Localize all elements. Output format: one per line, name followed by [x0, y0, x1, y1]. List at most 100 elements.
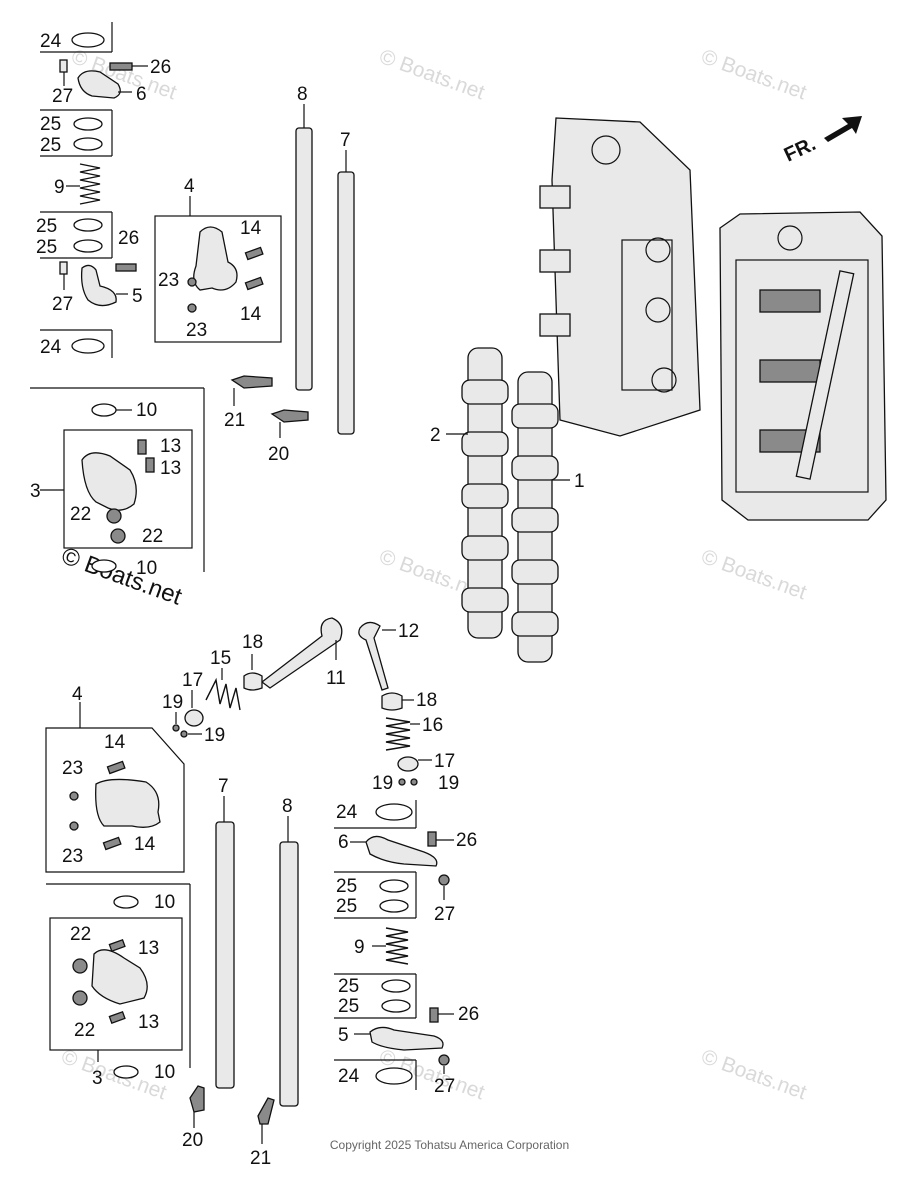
nut-part — [187, 303, 197, 313]
washer-part — [71, 338, 105, 354]
shim-part — [381, 979, 411, 993]
callout-25: 25 — [36, 237, 57, 258]
callout-25: 25 — [336, 896, 357, 917]
callout-25: 25 — [338, 976, 359, 997]
callout-1: 1 — [574, 471, 585, 492]
cam-lobe-part — [461, 379, 509, 405]
watermark: © Boats.net — [698, 1045, 809, 1104]
callout-25: 25 — [336, 876, 357, 897]
shim-part — [379, 879, 409, 893]
cam-lobe-part — [511, 455, 559, 481]
callout-22: 22 — [74, 1020, 95, 1041]
valve-cotter-part — [398, 778, 406, 786]
callout-22: 22 — [70, 504, 91, 525]
callout-14: 14 — [240, 218, 262, 239]
cam-lobe-part — [461, 483, 509, 509]
valve-spring-part — [205, 677, 241, 711]
nut-part — [69, 821, 79, 831]
screw-part — [137, 439, 147, 455]
top-left-group: 24 27 26 6 25 25 9 25 25 27 26 5 — [36, 22, 171, 358]
top-bracket-group: 10 3 13 13 22 22 10 — [30, 387, 205, 579]
port-part — [651, 367, 677, 393]
callout-13: 13 — [160, 436, 181, 457]
valve-seal-part — [381, 692, 403, 711]
callout-19: 19 — [204, 725, 225, 746]
spring-pin-part — [115, 263, 137, 272]
callout-10: 10 — [154, 892, 175, 913]
callout-9: 9 — [54, 177, 65, 198]
camshaft-journal-part — [539, 313, 571, 337]
screw-part — [106, 760, 126, 775]
cam-lobe-part — [511, 559, 559, 585]
callout-3: 3 — [30, 481, 41, 502]
callout-5: 5 — [132, 286, 143, 307]
callout-27: 27 — [434, 904, 455, 925]
callout-5: 5 — [338, 1025, 349, 1046]
rocker-arm-part — [759, 359, 821, 383]
camshaft-journal-part — [539, 249, 571, 273]
port-part — [591, 135, 621, 165]
top-rocker-group: 4 14 14 23 23 — [154, 176, 282, 343]
top-shafts-group: 8 7 21 20 — [224, 84, 355, 465]
valve-seal-part — [243, 672, 263, 691]
rocker-shaft-part — [295, 127, 313, 391]
callout-10: 10 — [154, 1062, 175, 1083]
callout-20: 20 — [268, 444, 289, 465]
rocker-arm-assembly-part — [95, 778, 161, 828]
callout-26: 26 — [456, 830, 477, 851]
washer-part — [375, 803, 413, 821]
callout-11: 11 — [326, 668, 346, 689]
callout-13: 13 — [138, 938, 159, 959]
watermark: © Boats.net — [58, 1045, 169, 1104]
callout-26: 26 — [150, 57, 171, 78]
callout-25: 25 — [36, 216, 57, 237]
rocker-shaft-part — [795, 270, 855, 480]
callout-6: 6 — [338, 832, 349, 853]
callout-7: 7 — [340, 130, 351, 151]
bolt-part — [270, 409, 309, 423]
valve-part — [260, 617, 343, 689]
bracket-part — [81, 452, 137, 511]
bolt-part — [230, 375, 273, 389]
camshaft-journal-part — [539, 185, 571, 209]
copyright-notice: Copyright 2025 Tohatsu America Corporati… — [329, 1138, 570, 1152]
callout-10: 10 — [136, 400, 157, 421]
nut-part — [69, 791, 79, 801]
callout-23: 23 — [186, 320, 207, 341]
callout-4: 4 — [72, 684, 83, 705]
direction-label: FR. — [781, 133, 819, 167]
callout-14: 14 — [104, 732, 126, 753]
valve-cotter-part — [410, 778, 418, 786]
pin-part — [59, 261, 68, 275]
screw-part — [102, 836, 122, 851]
camshafts-group: 2 1 — [430, 347, 585, 663]
rocker-arm-part — [365, 835, 438, 867]
rocker-arm-part — [759, 289, 821, 313]
callout-24: 24 — [40, 31, 62, 52]
cylinder-head-part — [551, 117, 701, 437]
callout-25: 25 — [338, 996, 359, 1017]
callout-21: 21 — [250, 1148, 271, 1169]
callout-17: 17 — [434, 751, 455, 772]
callout-24: 24 — [338, 1066, 360, 1087]
cam-lobe-part — [461, 535, 509, 561]
shim-part — [73, 239, 103, 253]
callout-23: 23 — [158, 270, 179, 291]
callout-23: 23 — [62, 758, 83, 779]
port-part — [645, 297, 671, 323]
rocker-arm-part — [369, 1026, 444, 1051]
screw-part — [145, 457, 155, 473]
washer-part — [113, 1065, 139, 1079]
callout-12: 12 — [398, 621, 419, 642]
rocker-shaft-part — [337, 171, 355, 435]
watermark: © Boats.net — [698, 45, 809, 104]
port-part — [777, 225, 803, 251]
callout-21: 21 — [224, 410, 245, 431]
watermark-dark: © Boats.net — [58, 542, 186, 610]
washer-part — [91, 403, 117, 417]
cam-lobe-part — [511, 611, 559, 637]
callout-18: 18 — [242, 632, 263, 653]
spring-pin-part — [109, 62, 133, 71]
callout-9: 9 — [354, 937, 365, 958]
washer-part — [91, 559, 117, 573]
